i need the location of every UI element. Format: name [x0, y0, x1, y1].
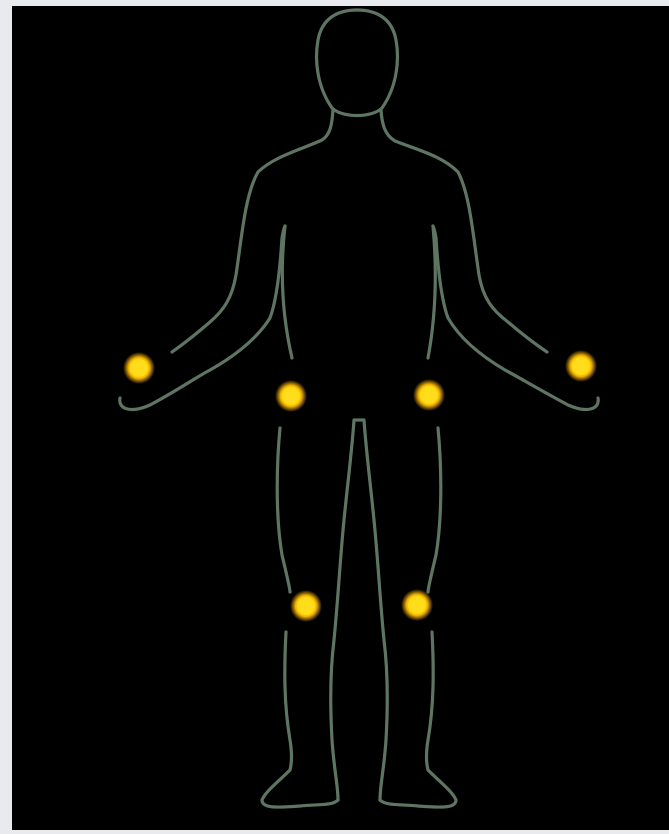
marker-left-hand: [565, 350, 597, 382]
marker-right-hand: [123, 352, 155, 384]
marker-dot: [408, 596, 426, 614]
marker-right-hip: [275, 380, 307, 412]
marker-dot: [572, 357, 590, 375]
marker-dot: [297, 597, 315, 615]
marker-dot: [130, 359, 148, 377]
marker-left-knee: [401, 589, 433, 621]
marker-dot: [420, 386, 438, 404]
marker-dot: [282, 387, 300, 405]
marker-left-hip: [413, 379, 445, 411]
diagram-panel: [12, 6, 669, 830]
marker-right-knee: [290, 590, 322, 622]
